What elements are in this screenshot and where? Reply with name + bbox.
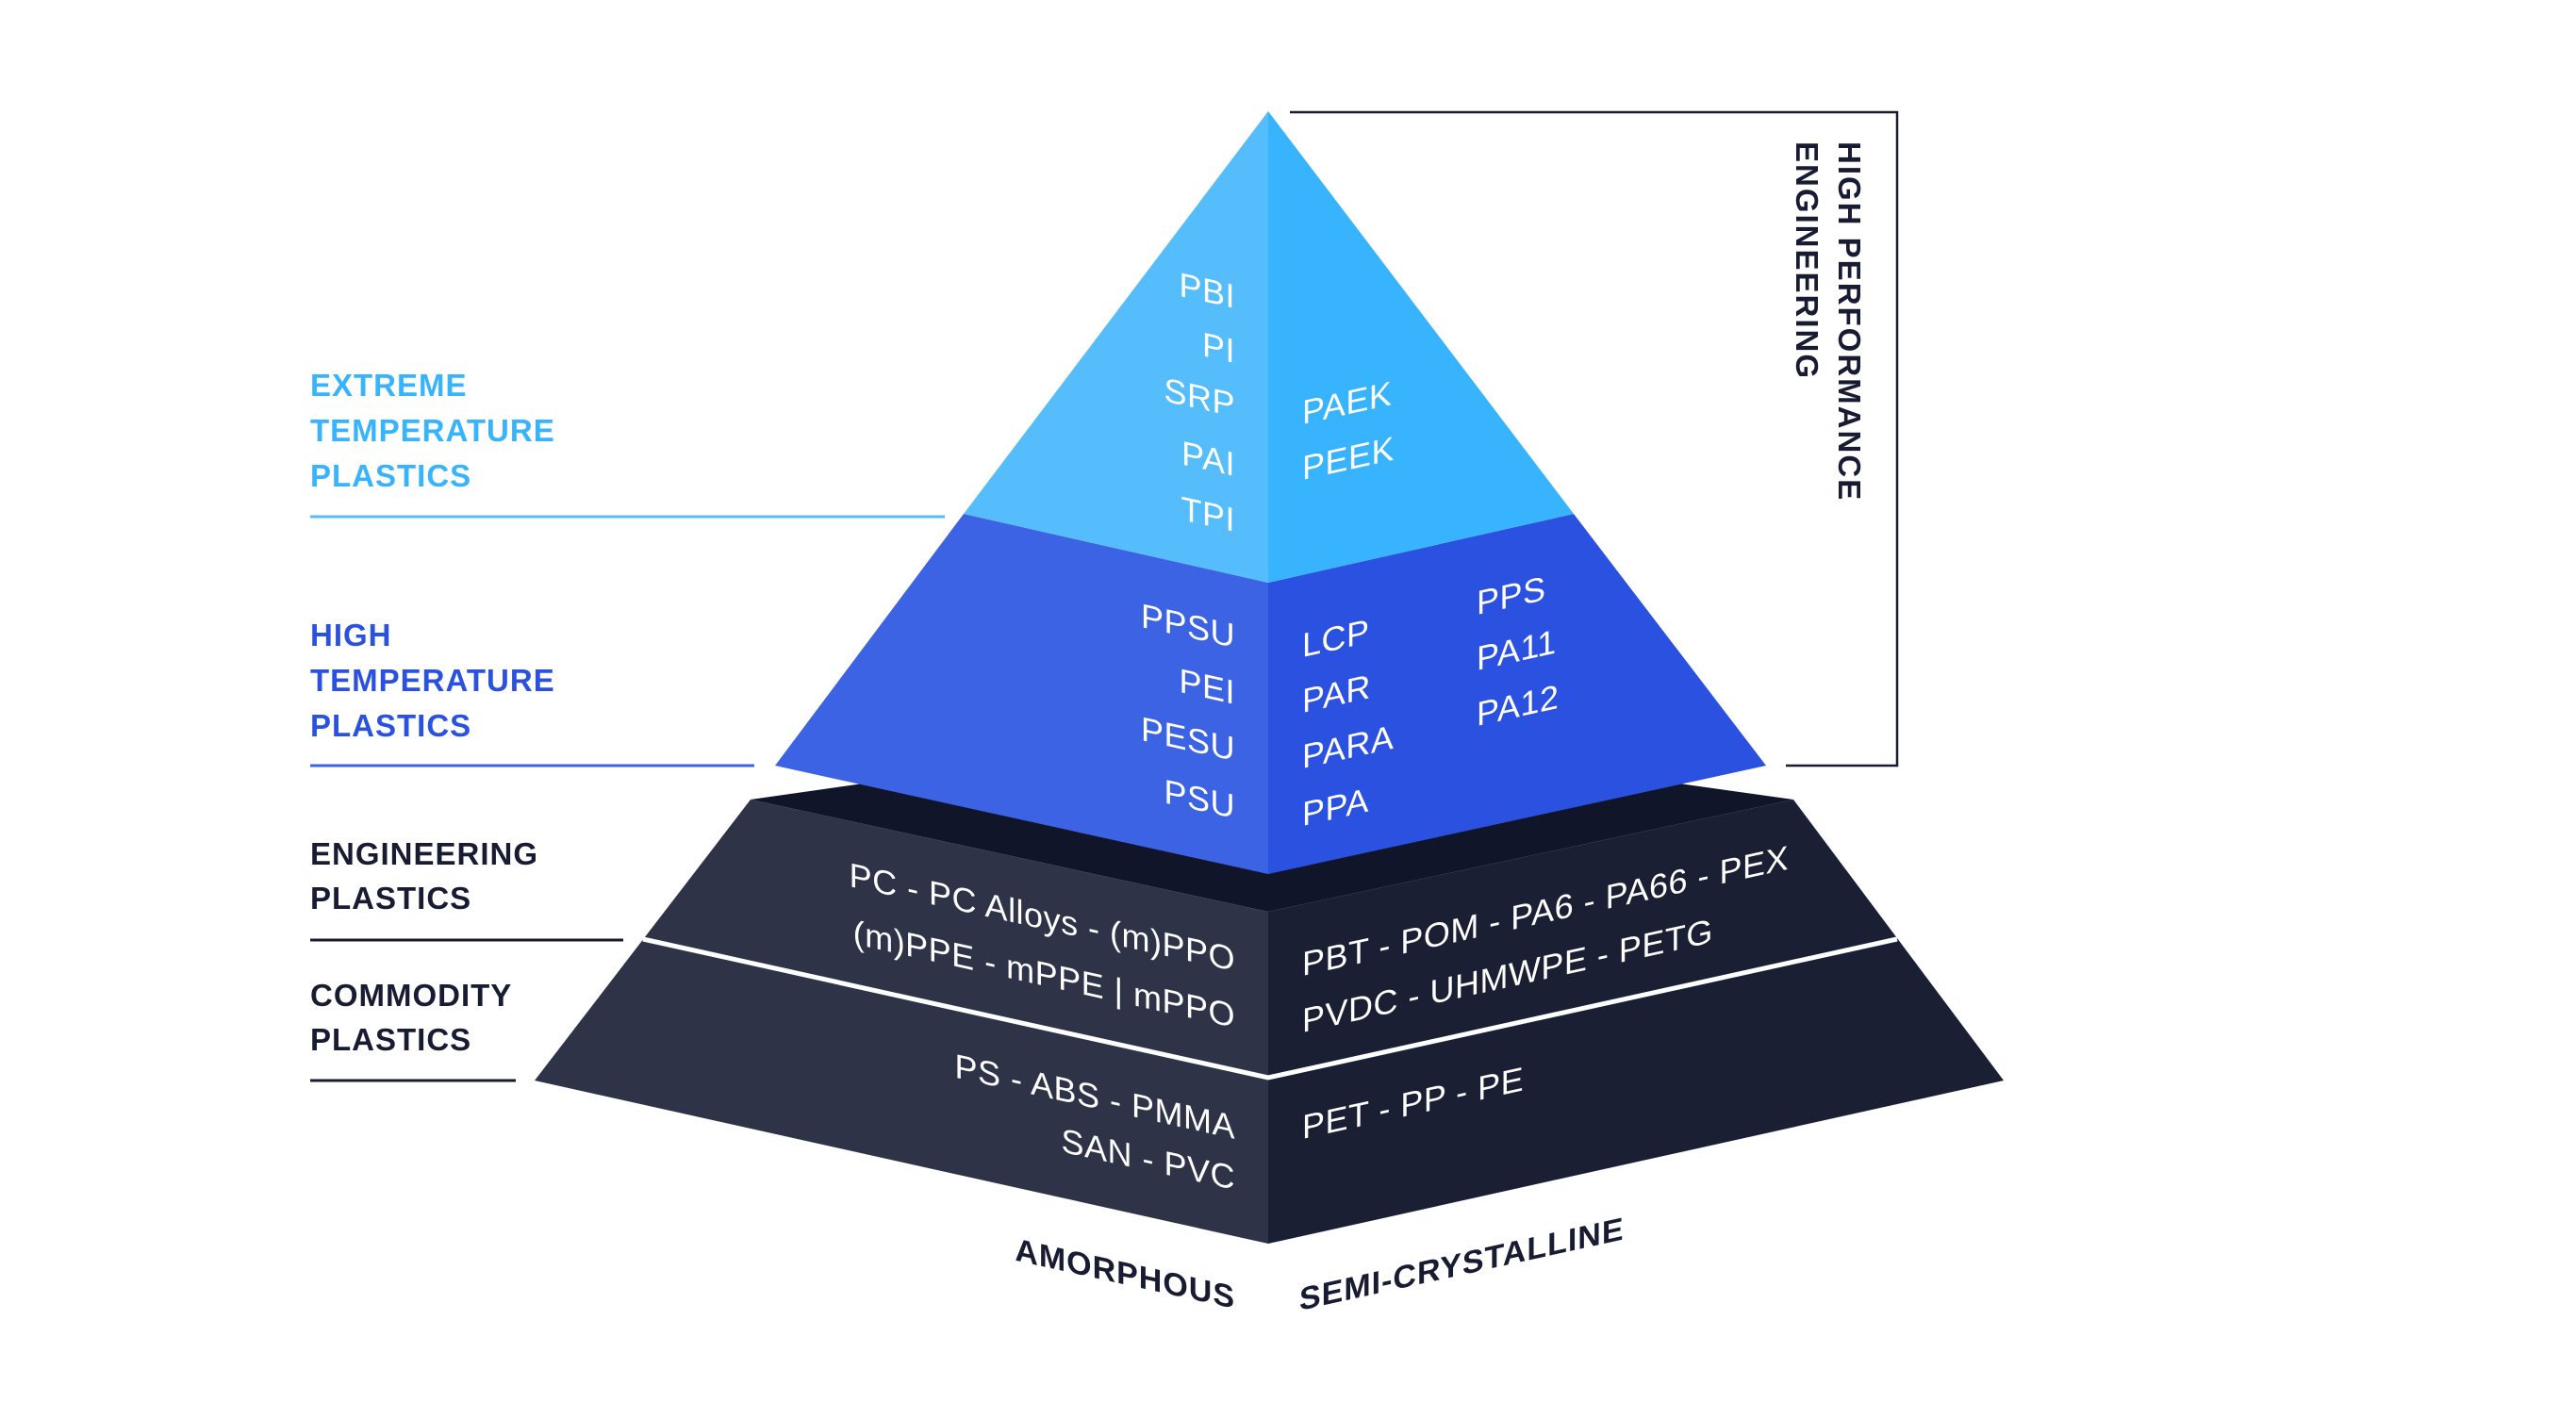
label-line: HIGH [310,618,392,652]
high-performance-bracket [1290,110,1899,767]
bracket-label-line-1: HIGH PERFORMANCE [1832,141,1867,502]
label-line: PLASTICS [310,881,471,916]
label-line: EXTREME [310,368,468,403]
tier-label-engineering: ENGINEERING PLASTICS [310,836,538,916]
label-line: COMMODITY [310,978,512,1013]
extreme-left-face [964,111,1268,583]
extreme-right-face [1268,111,1574,583]
base-right-face [1268,800,2004,1244]
axis-label-semi-crystalline: SEMI-CRYSTALLINE [1299,1212,1625,1318]
engineering-commodity-separator [642,936,1898,1081]
label-line: ENGINEERING [310,836,538,871]
label-line: PLASTICS [310,458,471,493]
axis-label-amorphous: AMORPHOUS [1015,1232,1235,1316]
bracket-label-line-2: ENGINEERING [1790,141,1825,380]
extreme-temperature-band [964,111,1574,583]
label-line: PLASTICS [310,708,471,743]
label-line: TEMPERATURE [310,413,555,448]
label-line: PLASTICS [310,1022,471,1057]
tier-label-commodity: COMMODITY PLASTICS [310,978,512,1057]
high-temperature-band [775,514,1766,874]
tier-label-extreme: EXTREME TEMPERATURE PLASTICS [310,368,555,493]
tier-label-high: HIGH TEMPERATURE PLASTICS [310,618,555,743]
label-line: TEMPERATURE [310,663,555,698]
high-right-face [1268,514,1766,874]
base-left-face [535,800,1268,1244]
high-left-face [775,514,1268,874]
material-item: PI [1202,325,1235,371]
